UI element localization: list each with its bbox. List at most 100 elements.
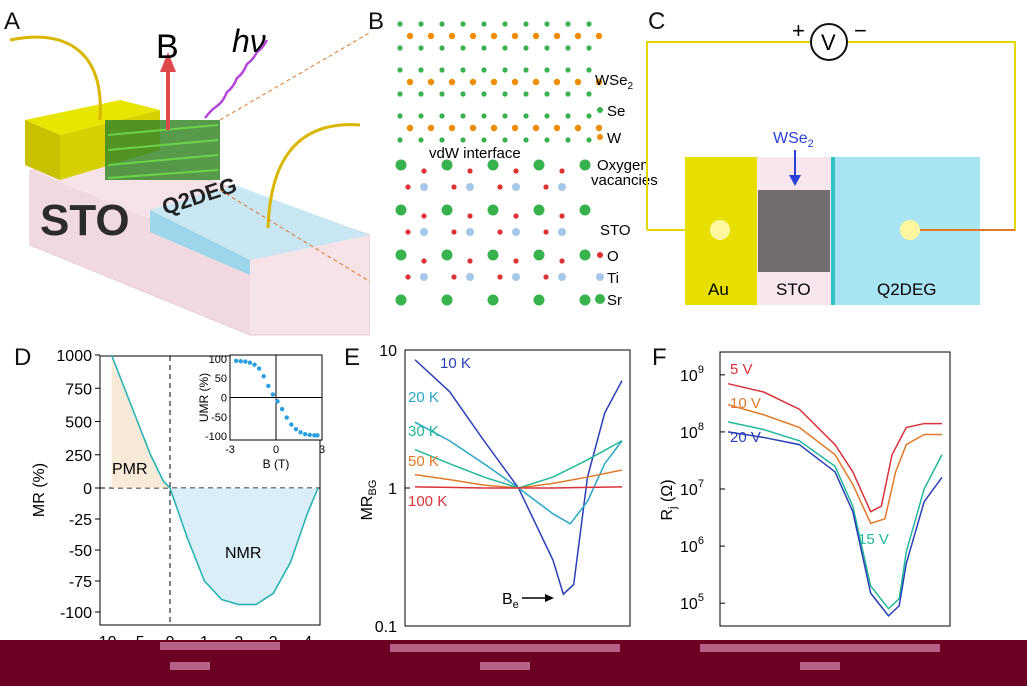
y-tick-label: 10	[379, 343, 397, 360]
inset-point	[247, 360, 253, 365]
w-atom	[532, 32, 540, 40]
voltmeter-icon	[810, 23, 848, 61]
sr-atom	[441, 249, 453, 261]
series-line	[414, 486, 623, 489]
inset-point	[243, 359, 248, 364]
plot-frame	[719, 351, 951, 627]
inset-point	[312, 433, 317, 438]
se-atom	[523, 67, 529, 73]
o-atom	[451, 184, 457, 190]
sr-atom	[487, 294, 499, 306]
se-atom	[586, 91, 592, 97]
b-field-label: B	[156, 28, 179, 66]
y-tick-label: 0.1	[375, 619, 397, 636]
inset-point	[261, 374, 266, 379]
sr-atom	[441, 294, 453, 306]
se-atom	[481, 91, 487, 97]
se-atom	[439, 45, 445, 51]
se-atom	[565, 91, 571, 97]
se-atom	[544, 137, 550, 143]
wse2-flake	[758, 190, 830, 272]
inset-y-label: UMR (%)	[197, 373, 211, 422]
series-line	[414, 421, 623, 525]
w-legend-icon	[597, 134, 603, 140]
circuit-diagram: V + − WSe2 Au STO Q2DEG	[646, 18, 1016, 305]
se-atom	[481, 45, 487, 51]
y-tick-label: 750	[65, 381, 92, 398]
se-atom	[544, 91, 550, 97]
ti-atom	[420, 273, 428, 281]
se-atom	[565, 67, 571, 73]
panel-letter-d: D	[14, 344, 32, 371]
x-tick-label: 2	[234, 634, 243, 640]
w-atom	[511, 32, 519, 40]
se-atom	[397, 91, 403, 97]
se-atom	[397, 113, 403, 119]
se-atom	[481, 67, 487, 73]
ti-legend-icon	[596, 273, 604, 281]
sr-atom	[533, 294, 545, 306]
mr-curve	[110, 354, 319, 606]
se-atom	[481, 137, 487, 143]
series-label: 10 K	[440, 355, 471, 372]
voltmeter-label: V	[821, 30, 836, 55]
w-atom	[595, 78, 603, 86]
o-atom	[559, 213, 565, 219]
se-atom	[586, 21, 592, 27]
inset-y-tick: 50	[215, 373, 227, 385]
y-tick-label: 108	[680, 421, 704, 442]
ti-atom	[512, 183, 520, 191]
q2deg-contact	[900, 220, 920, 240]
w-atom	[490, 124, 498, 132]
inset-point	[252, 362, 257, 367]
se-atom	[523, 45, 529, 51]
series-line	[727, 421, 943, 610]
ti-atom	[466, 183, 474, 191]
x-tick-label: 1	[200, 634, 209, 640]
se-atom	[544, 67, 550, 73]
se-atom	[502, 113, 508, 119]
o-atom	[513, 168, 519, 174]
panel-letter-a: A	[4, 8, 21, 35]
w-atom	[406, 32, 414, 40]
x-tick-label: 0	[166, 634, 175, 640]
w-atom	[595, 32, 603, 40]
inset-point	[256, 366, 262, 371]
se-atom	[502, 21, 508, 27]
y-tick-label: 1000	[56, 348, 92, 365]
inset-point	[270, 392, 276, 397]
q2deg-region-label: Q2DEG	[877, 280, 937, 299]
series-line	[414, 359, 623, 596]
series-label: 30 K	[408, 423, 439, 440]
y-tick-label: 250	[65, 448, 92, 465]
sr-atom	[487, 159, 499, 171]
o-atom	[421, 258, 427, 264]
se-atom	[439, 91, 445, 97]
se-atom	[565, 113, 571, 119]
vacancies-label: vacancies	[591, 172, 658, 189]
y-tick-label: 0	[83, 481, 92, 498]
series-label: 10 V	[730, 395, 761, 412]
o-atom	[467, 213, 473, 219]
inset-y-tick: -50	[211, 412, 227, 424]
series-line	[727, 403, 942, 525]
w-atom	[448, 124, 456, 132]
sto-region-label: STO	[776, 280, 811, 299]
y-tick-label: 107	[680, 478, 704, 499]
sr-atom	[533, 159, 545, 171]
w-atom	[532, 78, 540, 86]
se-atom	[502, 67, 508, 73]
pmr-label: PMR	[112, 461, 148, 478]
inset-x-label: B (T)	[263, 457, 290, 471]
inset-point	[307, 432, 312, 438]
se-atom	[397, 67, 403, 73]
se-atom	[544, 113, 550, 119]
wse2-label: WSe2	[595, 72, 634, 92]
series-line	[414, 469, 623, 489]
be-label: Be	[502, 591, 519, 611]
w-atom	[469, 78, 477, 86]
y-tick-label: 109	[680, 364, 704, 385]
se-atom	[502, 91, 508, 97]
y-tick-label: -50	[69, 543, 92, 560]
w-atom	[574, 32, 582, 40]
